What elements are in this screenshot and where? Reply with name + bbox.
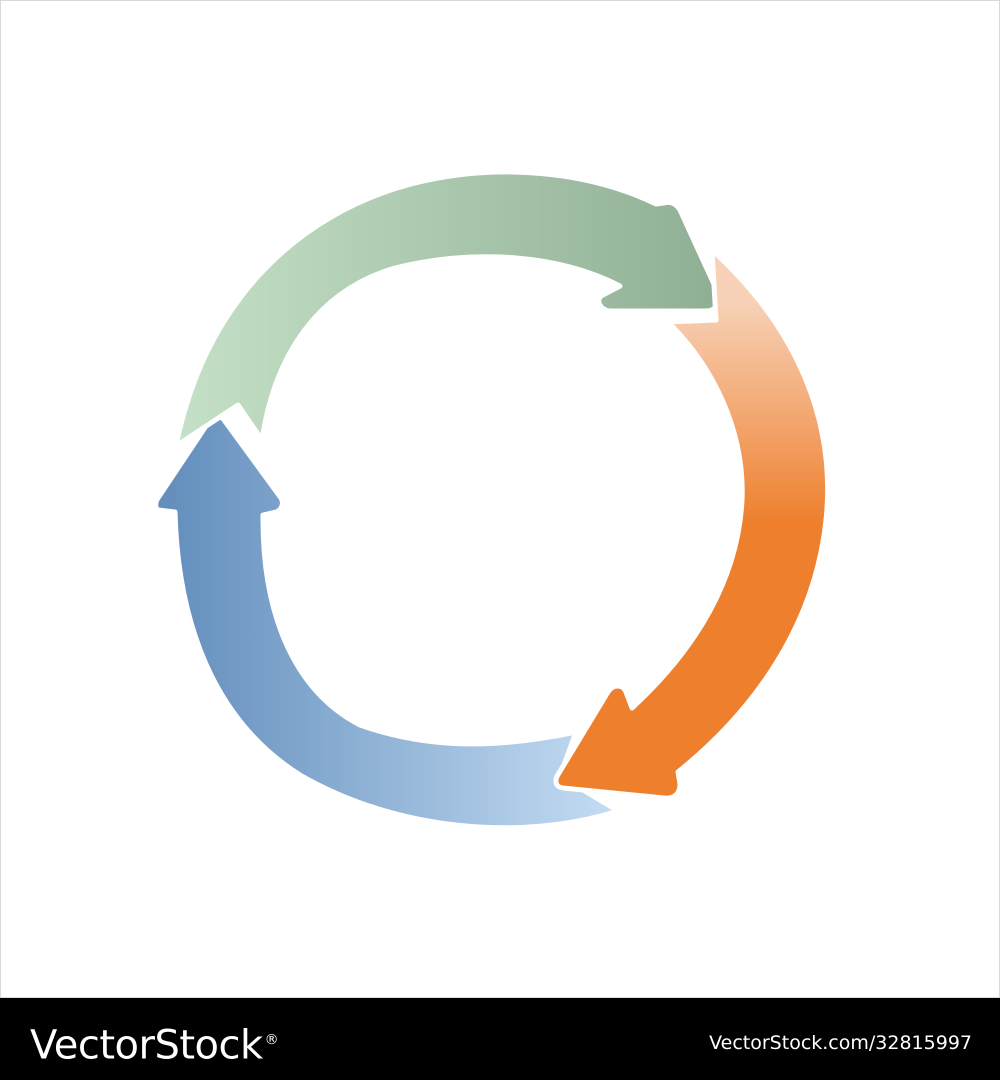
green-cycle-arrow bbox=[173, 169, 722, 449]
cycle-diagram bbox=[153, 169, 831, 831]
orange-cycle-arrow bbox=[553, 247, 831, 801]
registered-mark: ® bbox=[264, 1032, 279, 1048]
watermark-image-id: VectorStock.com/32815997 bbox=[709, 1032, 972, 1054]
blue-cycle-arrow bbox=[153, 413, 621, 831]
brand-text: VectorStock bbox=[30, 1022, 263, 1069]
watermark-brand: VectorStock® bbox=[30, 1010, 279, 1075]
watermark-bar: VectorStock® VectorStock.com/32815997 bbox=[0, 998, 1000, 1080]
